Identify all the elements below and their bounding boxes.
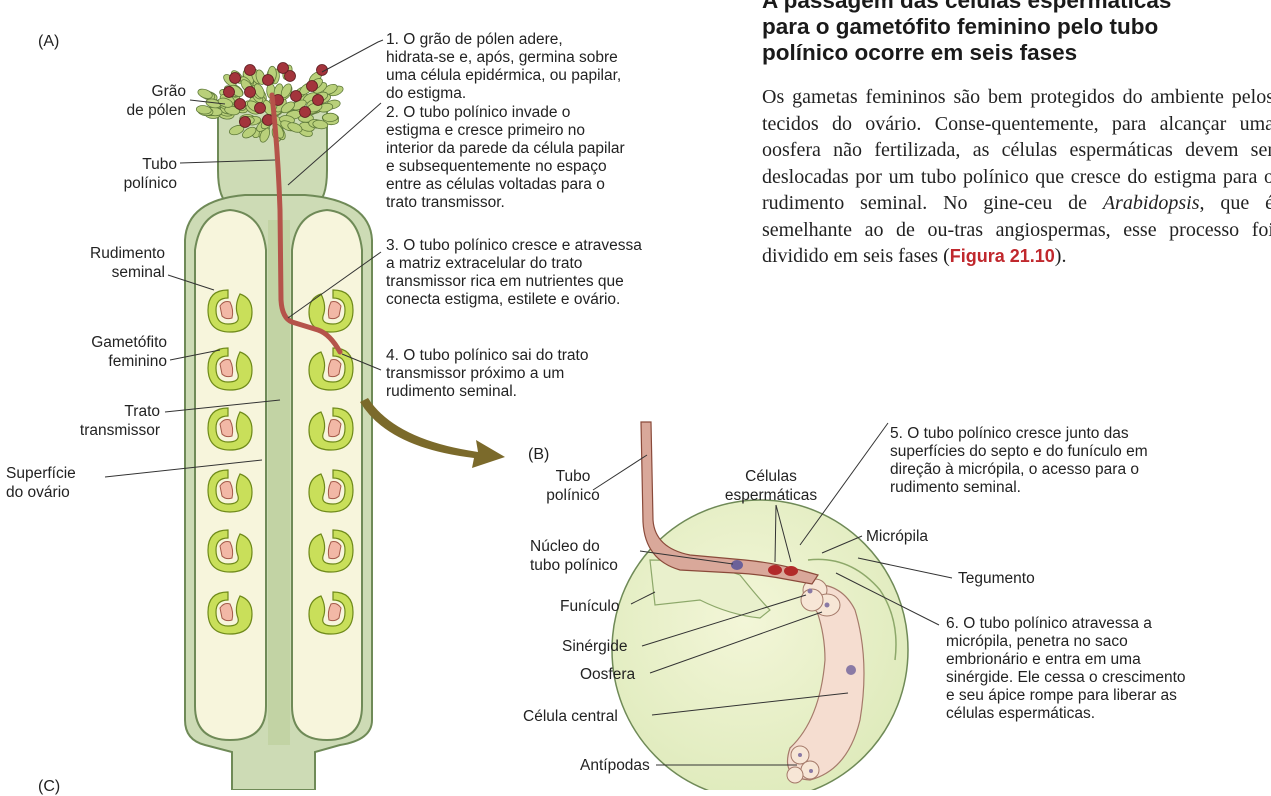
step-3-text: 3. O tubo polínico cresce e atravessa a … [386,237,642,309]
pollen-grain [307,81,318,92]
pollen-grain [291,91,302,102]
panel-label-a: (A) [38,33,59,51]
label-nucleo-tubo-polinico: Núcleo do tubo polínico [530,537,618,575]
label-celulas-espermaticas: Células espermáticas [706,467,836,505]
body-paragraph: Os gametas femininos são bem protegidos … [762,84,1271,270]
step-6-text: 6. O tubo polínico atravessa a micrópila… [946,615,1186,723]
label-sinergide: Sinérgide [562,637,628,656]
label-tubo-polinico-a: Tubo polínico [82,155,177,193]
pollen-grain [230,73,241,84]
pollen-grain [313,95,324,106]
pollen-grain [300,107,311,118]
right-locule [292,210,362,740]
label-superficie-ovario: Superfície do ovário [6,464,106,502]
pollen-grain [255,103,266,114]
label-oosfera: Oosfera [580,665,635,684]
label-gametofito-feminino: Gametófito feminino [40,333,167,371]
pollen-grain [245,65,256,76]
label-antipodas: Antípodas [580,756,650,775]
figure-reference-link[interactable]: Figura 21.10 [950,246,1055,266]
left-locule [195,210,266,740]
section-heading: A passagem das células espermáticas para… [762,0,1271,66]
body-text-end: ). [1055,245,1067,267]
label-micropila: Micrópila [866,527,928,546]
pollen-grain [278,63,289,74]
pollen-grain [224,87,235,98]
body-genus: Arabidopsis [1103,192,1200,214]
pollen-grain [263,75,274,86]
pollen-grain [240,117,251,128]
step-1-text: 1. O grão de pólen adere, hidrata-se e, … [386,31,621,103]
label-trato-transmissor: Trato transmissor [60,402,160,440]
panel-label-b: (B) [528,446,549,464]
label-tegumento: Tegumento [958,569,1035,588]
label-grao-de-polen: Grão de pólen [82,82,186,120]
stigma-papilla [323,113,338,122]
label-celula-central: Célula central [523,707,618,726]
step-2-text: 2. O tubo polínico invade o estigma e cr… [386,104,625,212]
pollen-grain [245,87,256,98]
label-rudimento-seminal: Rudimento seminal [60,244,165,282]
label-tubo-polinico-b: Tubo polínico [538,467,608,505]
panel-label-c: (C) [38,778,60,796]
pollen-grain [235,99,246,110]
step-5-text: 5. O tubo polínico cresce junto das supe… [890,425,1148,497]
zoom-arrow [360,398,505,468]
label-funiculo: Funículo [560,597,619,616]
step-4-text: 4. O tubo polínico sai do trato transmis… [386,347,588,401]
